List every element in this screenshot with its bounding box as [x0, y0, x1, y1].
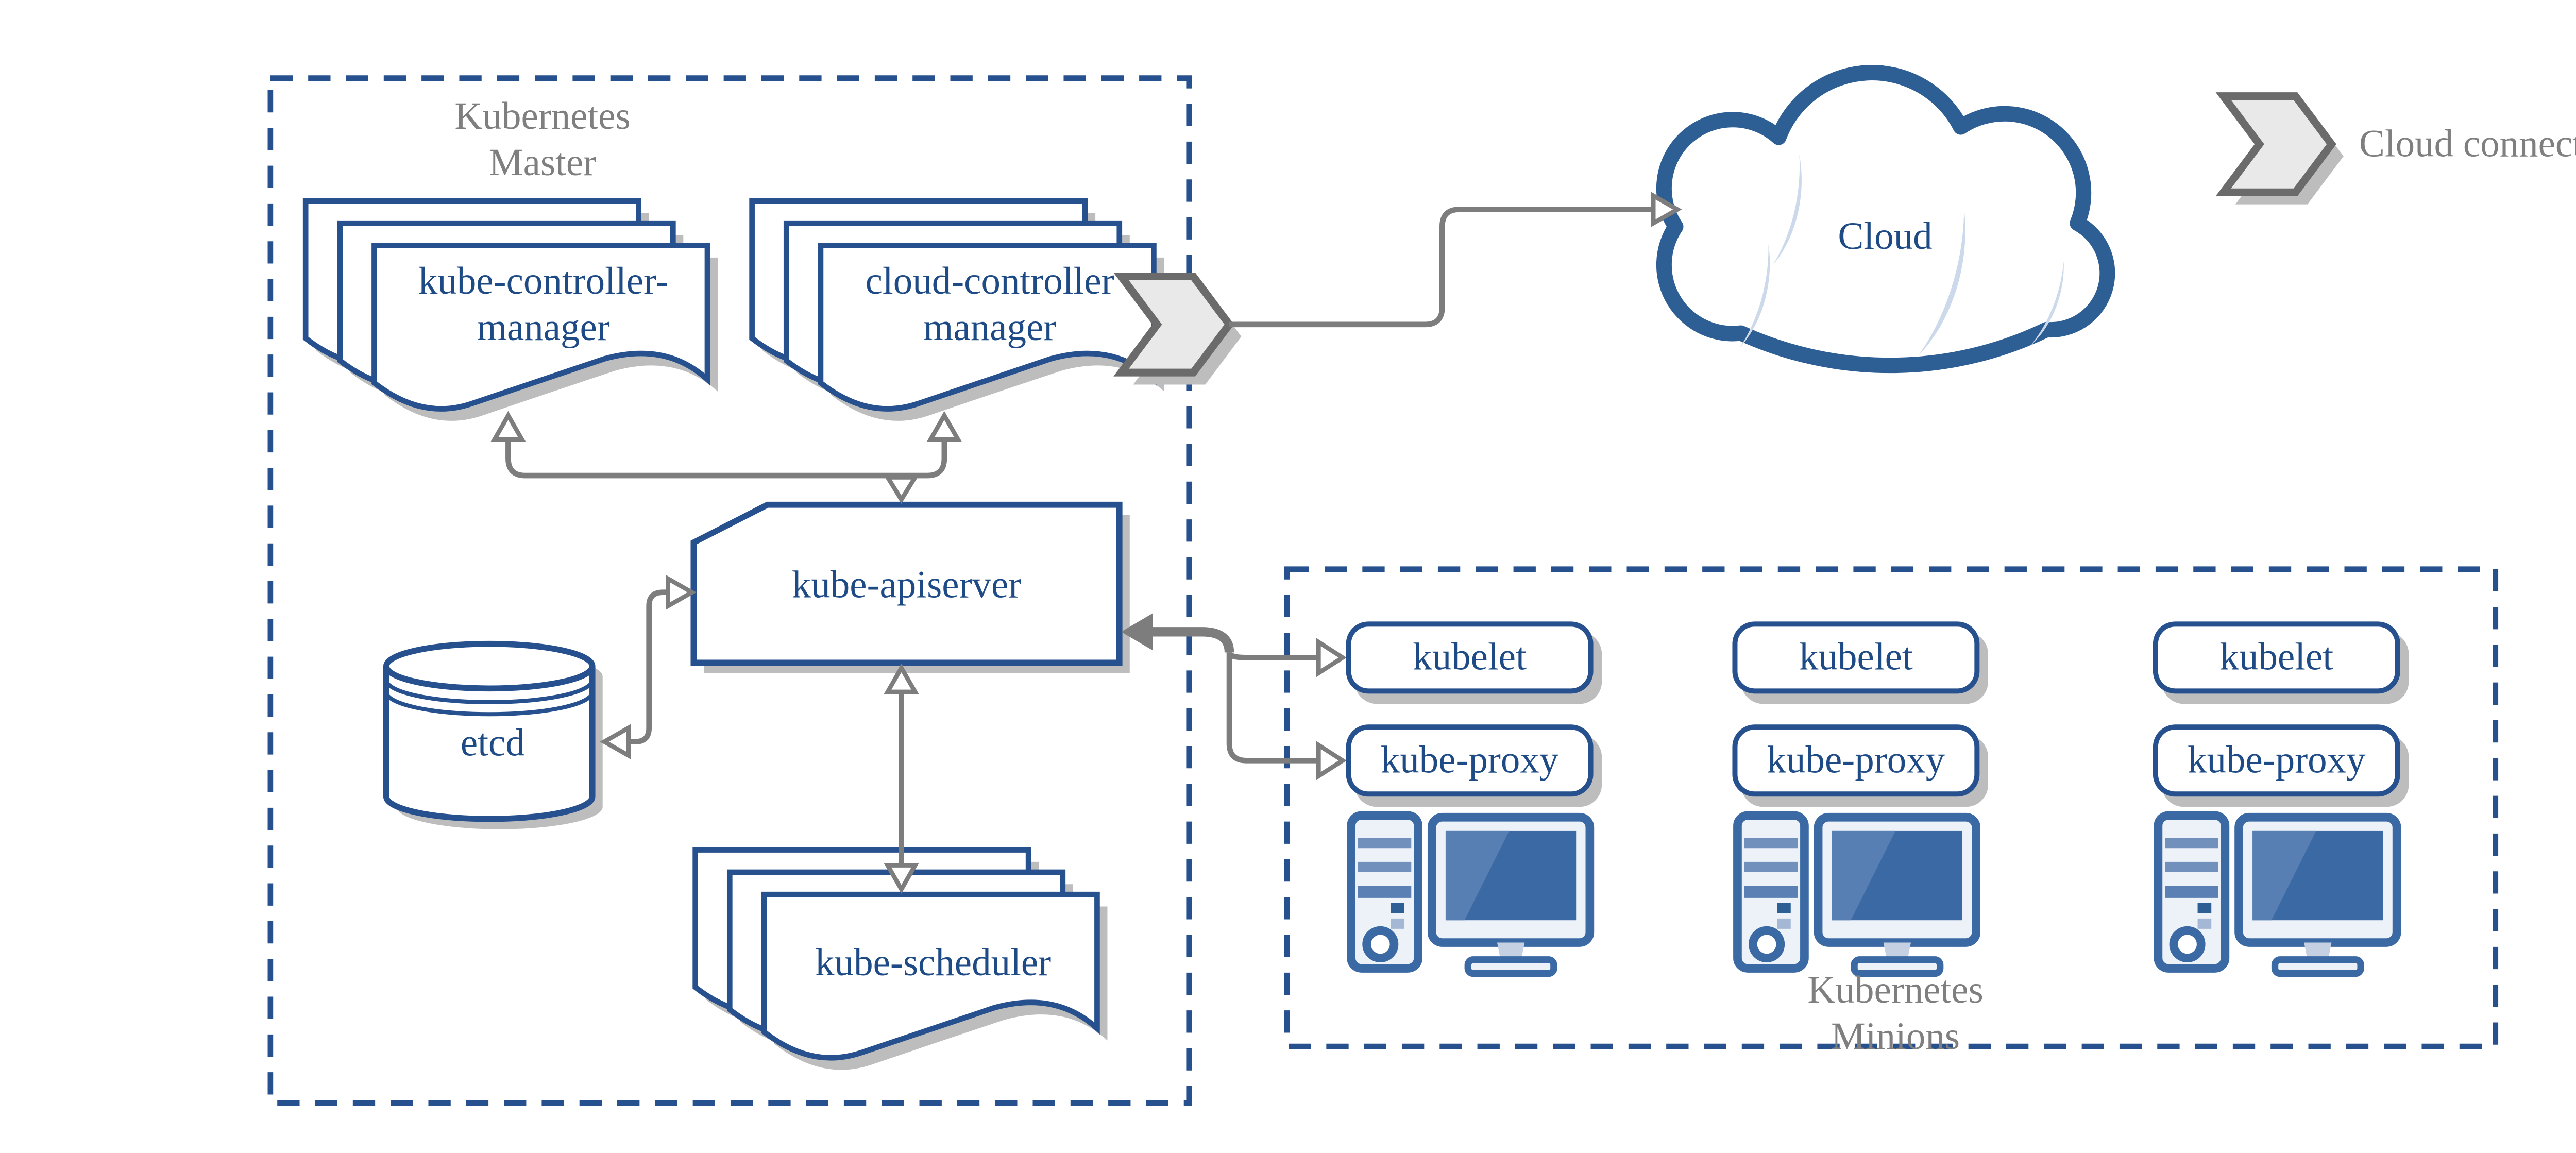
cloud-accent-crescents	[1739, 154, 2064, 356]
kubernetes-master-boundary	[267, 75, 1192, 1106]
tower-icon	[1347, 811, 1422, 973]
apiserver-kubelet-link	[1226, 652, 1319, 660]
arrowhead-left-apiserver-solid	[1121, 613, 1153, 651]
kube-proxy-box-2: kube-proxy	[1732, 724, 1980, 797]
etcd-ring	[384, 691, 595, 717]
kubelet-label: kubelet	[1799, 635, 1913, 679]
arrowhead-up-cloud-controller	[926, 411, 962, 442]
arrowhead-up-kube-controller	[490, 411, 526, 442]
kube-proxy-box-1: kube-proxy	[1346, 724, 1594, 797]
kubelet-label: kubelet	[2219, 635, 2334, 679]
chevron-icon	[2215, 92, 2336, 196]
hollow-arrowheads	[490, 192, 1682, 894]
monitor-icon	[1814, 812, 1981, 977]
etcd-ring	[384, 680, 595, 704]
computer-icon	[2154, 811, 2401, 977]
chevron-cloud-link	[1229, 207, 1652, 328]
computer-icon	[1733, 811, 1981, 977]
master-group-title: Kubernetes Master	[454, 94, 631, 184]
kube-scheduler-label: kube-scheduler	[815, 941, 1052, 984]
computer-icon	[1347, 811, 1595, 977]
minions-group-title: Kubernetes Minions	[1807, 968, 1984, 1058]
kubelet-box-3: kubelet	[2153, 621, 2400, 694]
cloud-label: Cloud	[1838, 214, 1933, 258]
arrowhead-right-kubelet	[1316, 638, 1347, 677]
arrowhead-left-etcd	[600, 724, 631, 759]
arrowhead-right-kubeproxy	[1316, 741, 1347, 781]
kube-controller-manager-label: kube-controller- manager	[418, 259, 669, 349]
arrowhead-up-apiserver	[884, 663, 919, 694]
kube-apiserver-shape	[690, 501, 1130, 673]
kube-proxy-box-3: kube-proxy	[2153, 724, 2400, 797]
kube-proxy-label: kube-proxy	[1380, 738, 1559, 782]
monitor-icon	[2234, 812, 2401, 977]
tower-icon	[2154, 811, 2230, 973]
kube-proxy-label: kube-proxy	[2187, 738, 2366, 782]
legend-chevron	[2215, 92, 2344, 205]
controllers-apiserver-link	[505, 439, 947, 479]
kubelet-label: kubelet	[1413, 635, 1527, 679]
cloud-controller-manager-label: cloud-controller manager	[865, 259, 1114, 349]
etcd-label: etcd	[460, 721, 525, 764]
kubernetes-minions-boundary	[1284, 566, 2499, 1049]
apiserver-kubeproxy-link	[1226, 652, 1319, 764]
etcd-shape	[383, 640, 603, 829]
kubelet-box-2: kubelet	[1732, 621, 1980, 694]
arrowhead-down-scheduler	[884, 863, 919, 894]
kube-apiserver-label: kube-apiserver	[791, 563, 1022, 606]
tower-icon	[1733, 811, 1809, 973]
minions-apiserver-link	[1150, 627, 1234, 653]
legend-cloud-connector-label: Cloud connector	[2359, 122, 2576, 165]
monitor-icon	[1427, 812, 1595, 977]
apiserver-box	[690, 501, 1123, 666]
arrowhead-right-apiserver	[665, 574, 697, 610]
arrowhead-right-cloud	[1651, 192, 1682, 227]
cloud-connector-chevron	[1113, 273, 1242, 385]
kube-proxy-label: kube-proxy	[1767, 738, 1945, 782]
kubelet-box-1: kubelet	[1346, 621, 1594, 694]
chevron-icon	[1113, 273, 1234, 377]
etcd-apiserver-link	[625, 589, 670, 744]
connector-lines	[505, 207, 1652, 867]
arrowhead-down-apiserver	[884, 475, 919, 504]
